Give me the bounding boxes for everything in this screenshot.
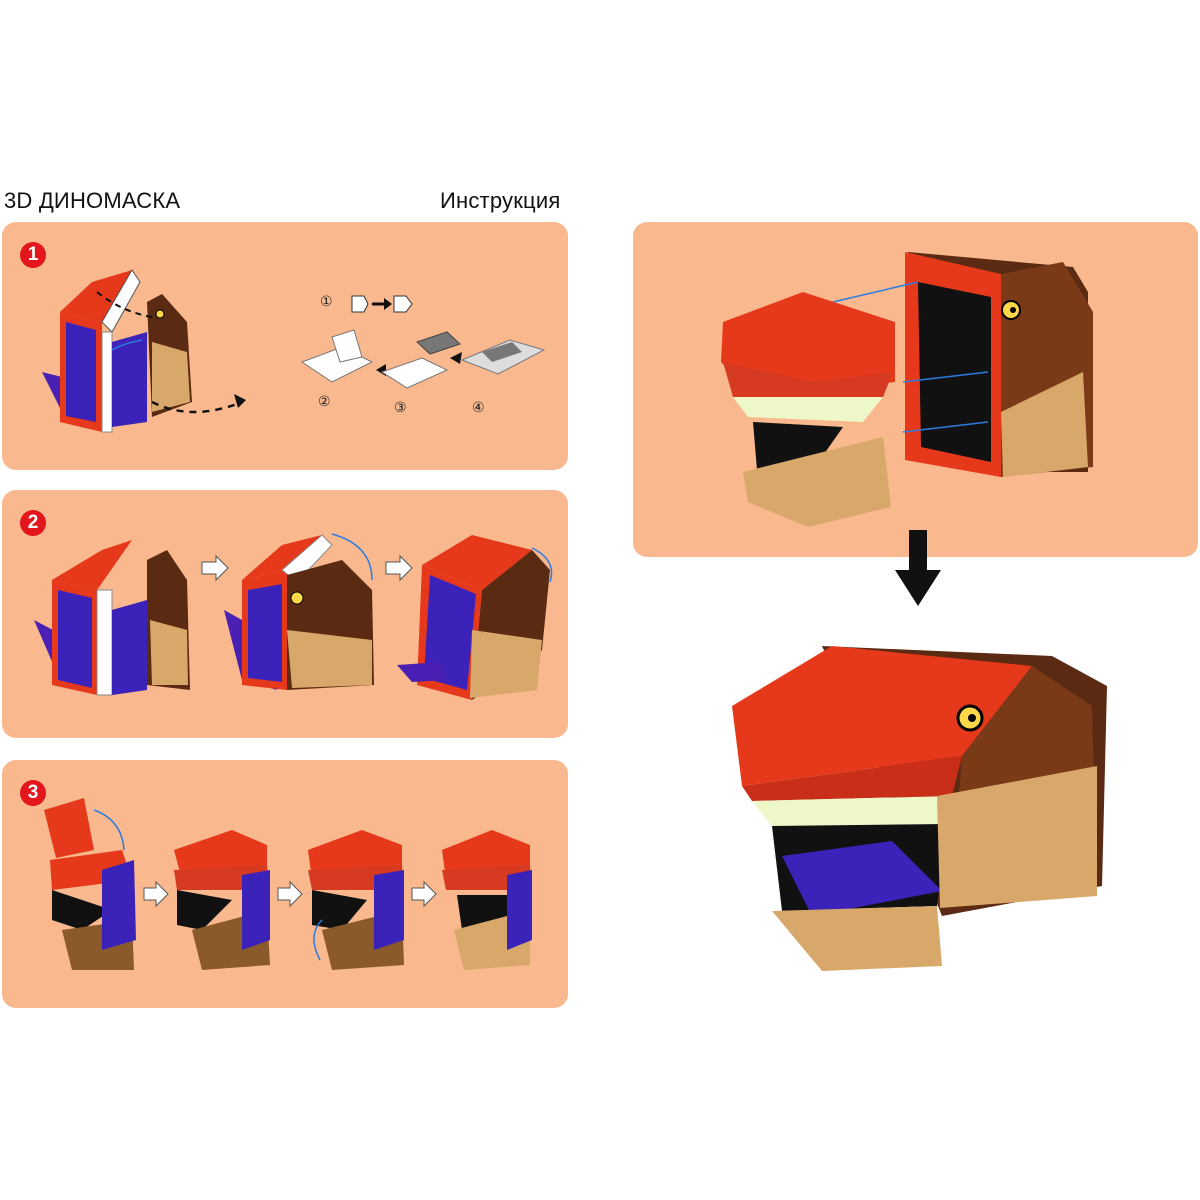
- down-arrow-icon: [895, 530, 941, 610]
- step-1-panel: 1 ① ② ③ ④: [2, 222, 568, 470]
- final-mask-illustration: [712, 626, 1112, 986]
- step-3-illustration: [2, 760, 568, 1008]
- tab-step-label-2: ②: [318, 393, 331, 409]
- assembly-illustration: [633, 222, 1198, 557]
- tab-step-label-1: ①: [320, 293, 333, 309]
- product-title: 3D ДИНОМАСКА: [4, 188, 180, 214]
- tab-step-label-3: ③: [394, 399, 407, 415]
- instruction-label: Инструкция: [440, 188, 560, 214]
- tab-step-label-4: ④: [472, 399, 485, 415]
- step-3-panel: 3: [2, 760, 568, 1008]
- step-1-illustration: ① ② ③ ④: [2, 222, 568, 470]
- step-2-panel: 2: [2, 490, 568, 738]
- step-2-illustration: [2, 490, 568, 738]
- assembly-panel: [633, 222, 1198, 557]
